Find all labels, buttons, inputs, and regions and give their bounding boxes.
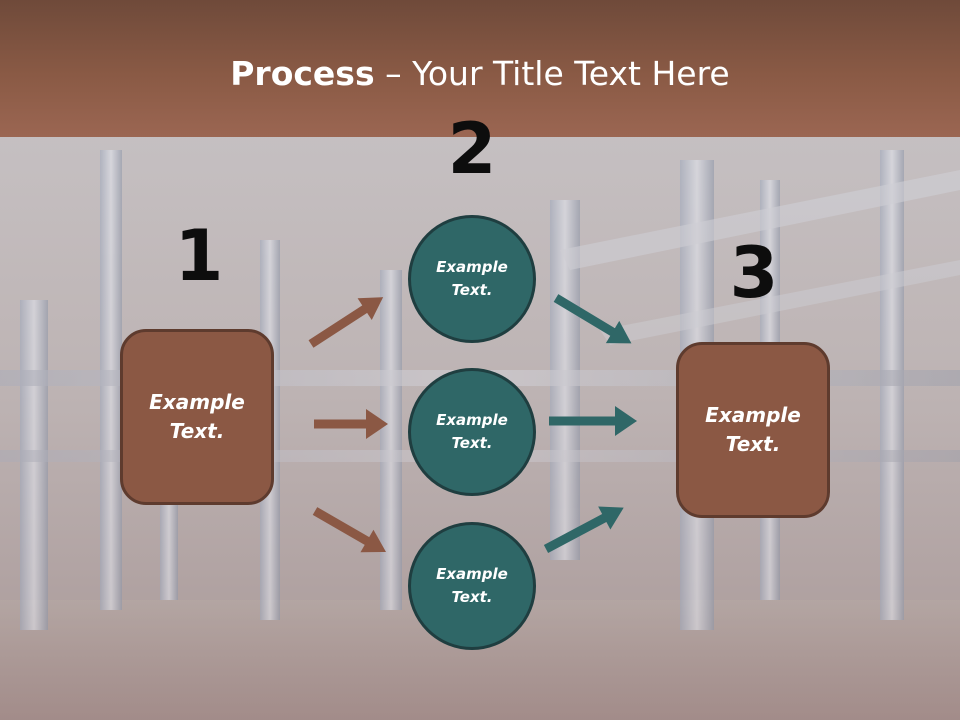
title-dash: – [385,54,402,93]
circle-bottom-text-line-1: Example [436,565,508,583]
step-1-text: Example Text. [149,388,245,446]
step-2-circle-bottom[interactable]: Example Text. [408,522,536,650]
step-3-box[interactable]: Example Text. [676,342,830,518]
step-1-box[interactable]: Example Text. [120,329,274,505]
circle-middle-text-line-1: Example [436,411,508,429]
step-3-text-line-2: Text. [725,432,781,456]
arrow-from-middle-circle [549,406,637,436]
circle-bottom-text-line-2: Text. [451,588,493,606]
step-1-text-line-1: Example [149,390,245,414]
slide-title: Process – Your Title Text Here [0,52,960,96]
step-number-2: 2 [447,108,497,190]
step-1-text-line-2: Text. [169,419,225,443]
circle-middle-text: Example Text. [436,409,508,455]
circle-top-text: Example Text. [436,256,508,302]
arrow-from-top-circle [553,294,632,344]
title-bold: Process [230,54,375,93]
step-2-circle-middle[interactable]: Example Text. [408,368,536,496]
circle-middle-text-line-2: Text. [451,434,493,452]
step-number-3: 3 [729,232,779,314]
step-3-text-line-1: Example [705,403,801,427]
step-2-circle-top[interactable]: Example Text. [408,215,536,343]
circle-top-text-line-1: Example [436,258,508,276]
step-number-1: 1 [174,215,224,297]
arrow-to-bottom-circle [312,507,387,553]
circle-bottom-text: Example Text. [436,563,508,609]
arrow-to-top-circle [308,297,384,348]
title-banner [0,0,960,137]
step-3-text: Example Text. [705,401,801,459]
arrow-to-middle-circle [314,409,388,439]
circle-top-text-line-2: Text. [451,281,493,299]
arrow-from-bottom-circle [543,506,624,553]
title-text: Your Title Text Here [412,54,730,93]
